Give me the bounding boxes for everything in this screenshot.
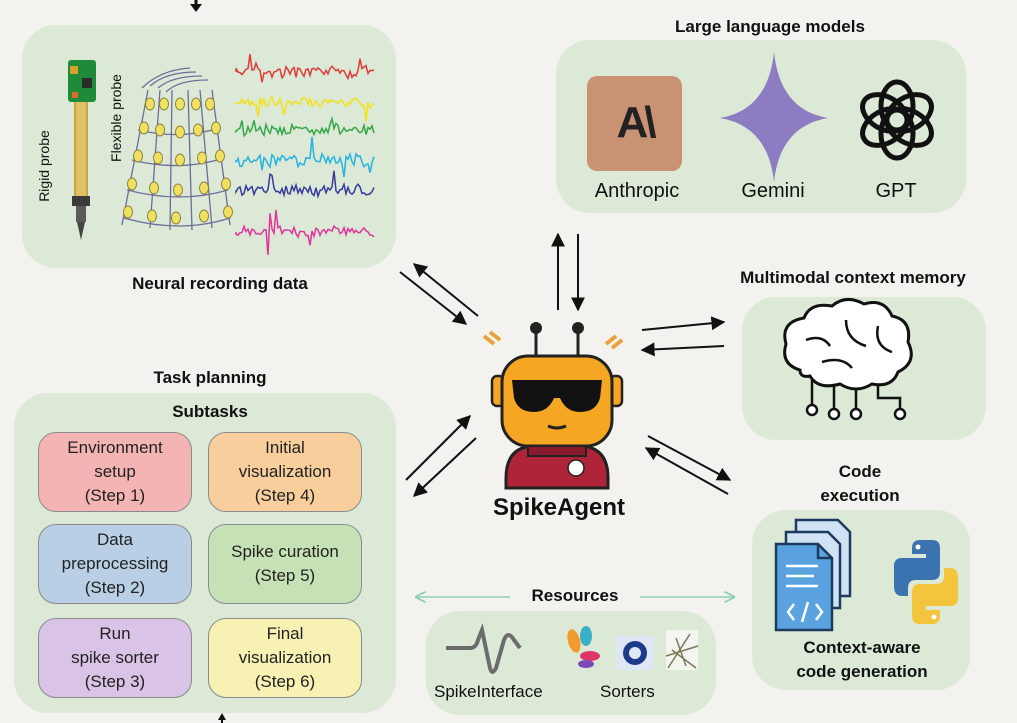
gpt-logo-icon (860, 79, 934, 161)
step-6-box: Final visualization (Step 6) (208, 618, 362, 698)
neural-trace-red (235, 53, 375, 83)
flexible-probe-electrodes (123, 97, 233, 225)
neural-trace-cyan (235, 136, 375, 178)
anthropic-logo-text: A\ (616, 98, 657, 147)
neural-trace-green (235, 116, 375, 138)
rigid-probe-label: Rigid probe (35, 130, 52, 202)
step-1-box: Environment setup (Step 1) (38, 432, 192, 512)
brain-icon (783, 298, 913, 391)
code-documents-icon (774, 518, 852, 632)
neural-traces (235, 53, 375, 255)
step-2-box: Data preprocessing (Step 2) (38, 524, 192, 604)
anthropic-logo-icon (587, 76, 682, 171)
code-generation-caption: Context-aware code generation (796, 638, 928, 681)
step-3-box: Run spike sorter (Step 3) (38, 618, 192, 698)
spikeagent-robot-icon (482, 322, 624, 490)
resources-title: Resources (531, 586, 619, 605)
neural-trace-magenta (235, 210, 375, 255)
gpt-label: GPT (875, 180, 917, 202)
llm-title: Large language models (675, 17, 865, 36)
spikeinterface-label: SpikeInterface (434, 682, 543, 701)
memory-title: Multimodal context memory (740, 268, 966, 287)
anthropic-label: Anthropic (594, 180, 680, 202)
subtasks-title: Subtasks (172, 402, 248, 421)
gemini-logo-icon (720, 52, 828, 182)
rigid-probe-icon (68, 60, 96, 240)
step-5-box: Spike curation (Step 5) (208, 524, 362, 604)
sorters-icon (567, 626, 699, 670)
sorters-label: Sorters (600, 682, 655, 701)
spikeinterface-icon (446, 623, 522, 674)
flexible-probe-label: Flexible probe (107, 74, 124, 162)
neural-trace-blue (235, 170, 375, 199)
connection-arrows (399, 232, 732, 497)
step-4-box: Initial visualization (Step 4) (208, 432, 362, 512)
gemini-label: Gemini (741, 180, 805, 202)
task-planning-title: Task planning (153, 368, 267, 387)
python-logo-icon (894, 540, 958, 624)
neural-trace-yellow (235, 94, 375, 122)
flexible-probe-icon (121, 67, 231, 231)
neural-recording-title: Neural recording data (132, 274, 308, 293)
code-execution-title: Code execution (820, 462, 900, 505)
agent-name: SpikeAgent (492, 494, 626, 521)
